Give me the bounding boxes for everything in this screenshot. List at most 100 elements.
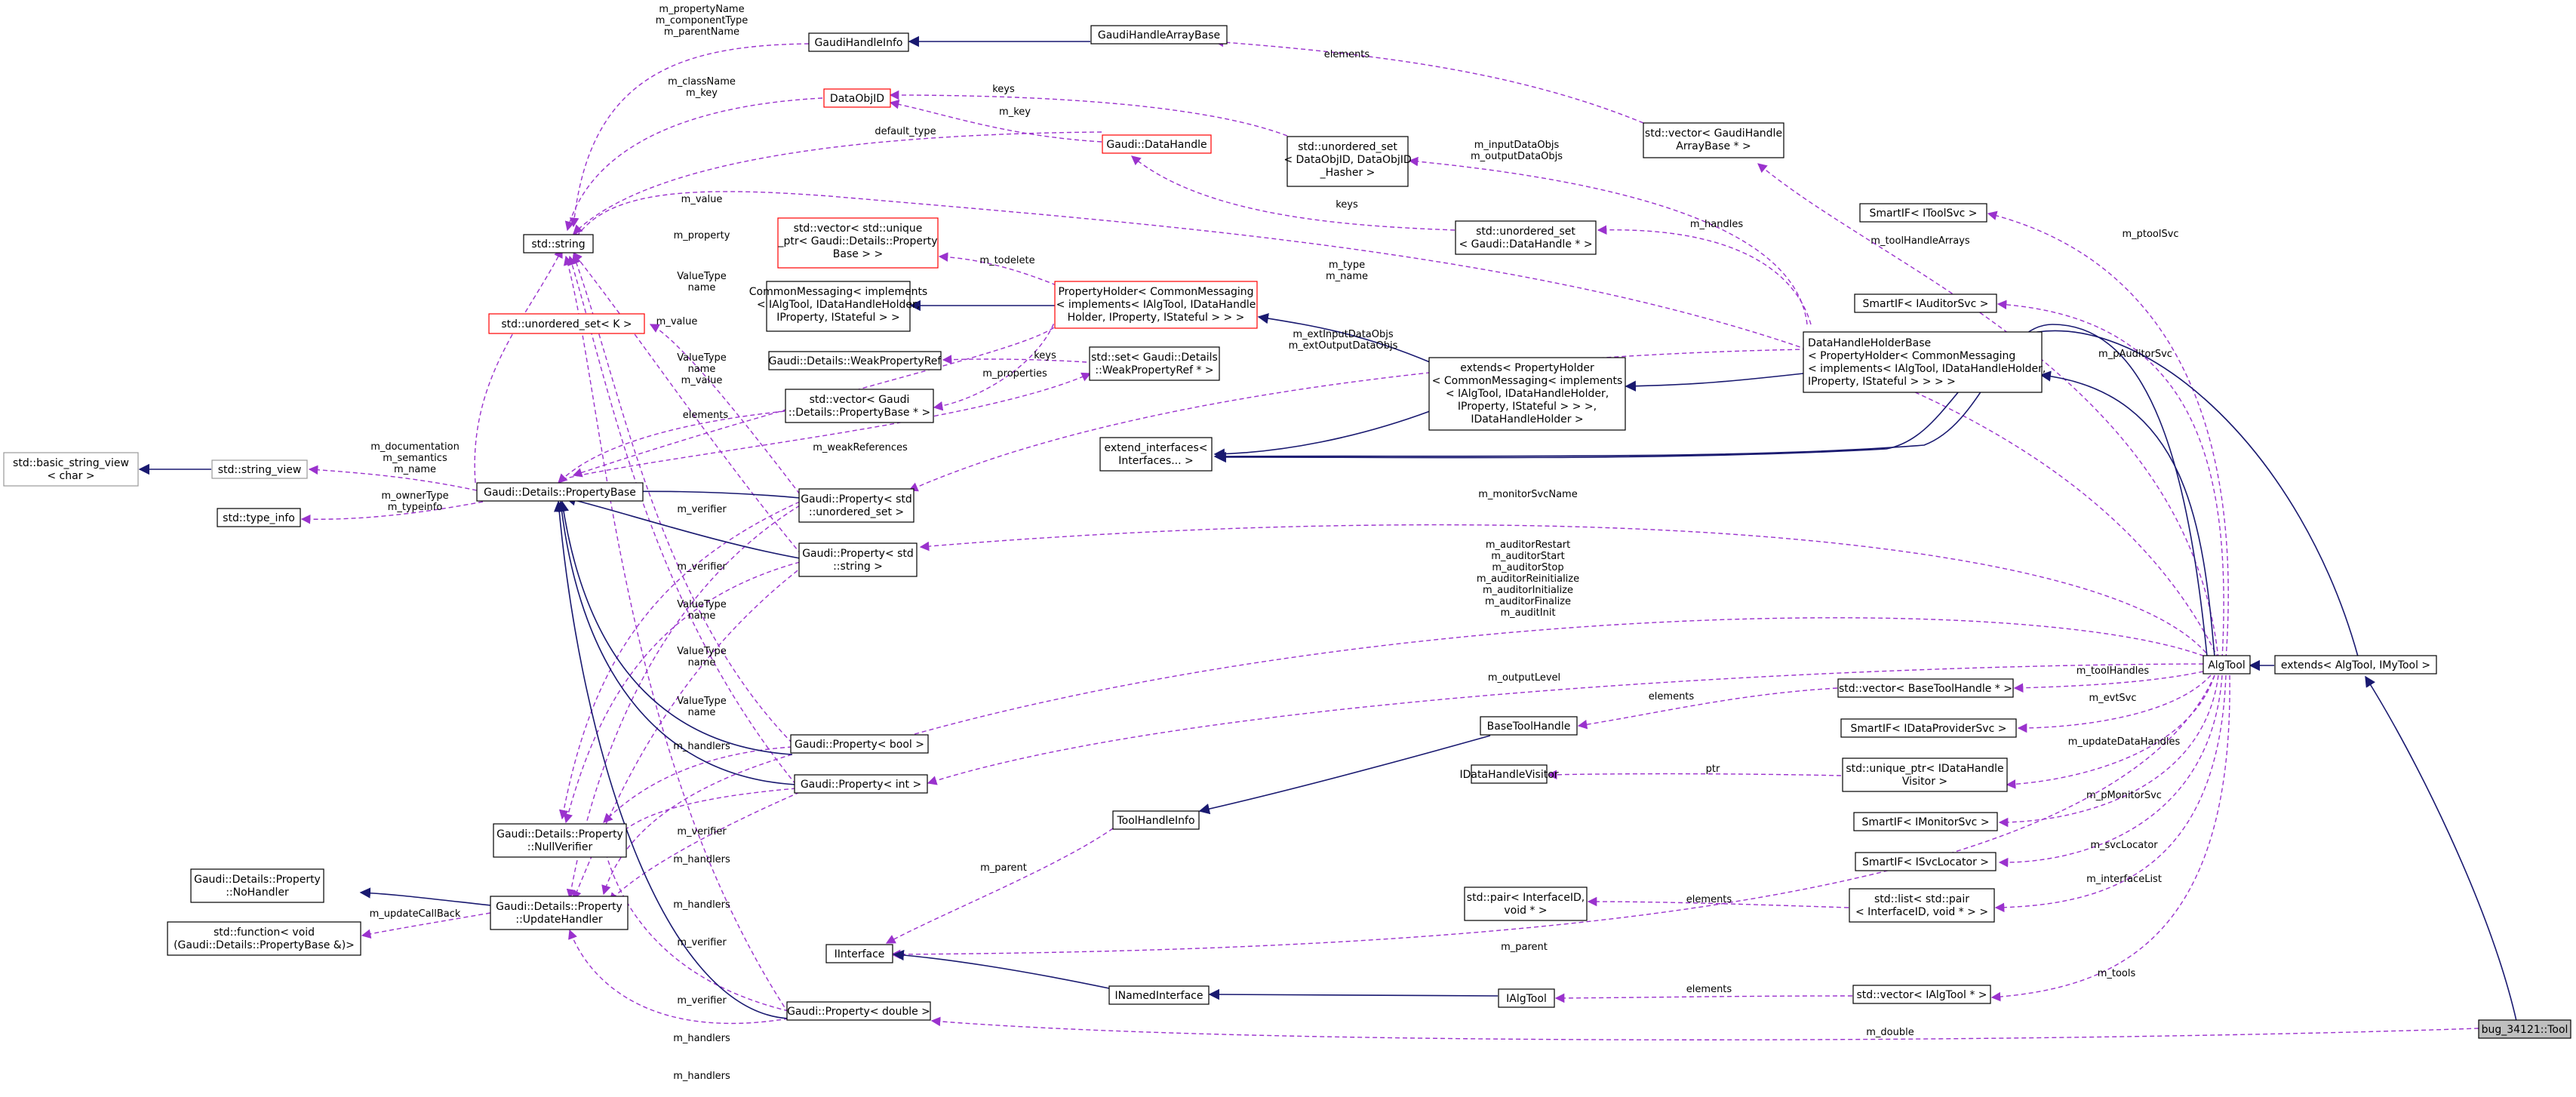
label-m-value-2: m_value — [656, 316, 698, 327]
label-ptr: ptr — [1706, 764, 1720, 775]
label-m-outputlevel: m_outputLevel — [1488, 672, 1560, 684]
label-m-toolhandlearrays: m_toolHandleArrays — [1871, 235, 1970, 247]
node-extend-interfaces[interactable]: extend_interfaces<Interfaces... > — [1099, 437, 1213, 472]
label-m-pauditorsvc: m_pAuditorSvc — [2098, 349, 2172, 360]
label-m-interfacelist: m_interfaceList — [2086, 874, 2162, 885]
label-m-double: m_double — [1866, 1027, 1914, 1038]
label-m-parent-2: m_parent — [1501, 942, 1548, 953]
node-string-view-label: std::string_view — [218, 464, 302, 476]
edge-dhholder-to-unorderedset-datahandle — [1597, 225, 1812, 325]
edge-propertyholder-to-set-weakref — [572, 316, 1065, 478]
node-no-handler-label: Gaudi::Details::Property::NoHandler — [194, 874, 321, 899]
edge-property-unorderedset-to-nullverifier — [558, 501, 801, 820]
edge-property-string-to-updatehandler — [572, 565, 804, 901]
node-string-view[interactable]: std::string_view — [211, 459, 308, 479]
node-tool-handle-info[interactable]: ToolHandleInfo — [1112, 810, 1200, 830]
node-no-handler[interactable]: Gaudi::Details::Property::NoHandler — [190, 868, 324, 903]
node-inamed-interface[interactable]: INamedInterface — [1108, 985, 1210, 1005]
node-pair-interfaceid[interactable]: std::pair< InterfaceID,void * > — [1464, 887, 1588, 921]
edge-vector-ialgtool-to-ialgtool — [1554, 993, 1853, 1003]
edge-vector-gaudihandlearraybase-to-arraybase — [1213, 37, 1644, 124]
node-property-base[interactable]: Gaudi::Details::PropertyBase — [476, 482, 644, 502]
node-data-obj-id[interactable]: DataObjID — [823, 88, 891, 108]
node-idatahandle-visitor[interactable]: IDataHandleVisitor — [1459, 764, 1559, 784]
node-smartif-imonitorsvc-label: SmartIF< IMonitorSvc > — [1861, 816, 1989, 828]
node-common-messaging-label: CommonMessaging< implements< IAlgTool, I… — [749, 286, 927, 324]
label-keys-dataobjid: keys — [992, 84, 1015, 95]
node-gaudi-handle-info[interactable]: GaudiHandleInfo — [808, 32, 909, 52]
edge-datahandle-to-dataobjid — [889, 100, 1102, 143]
node-smartif-itoolsvc[interactable]: SmartIF< IToolSvc > — [1859, 203, 1987, 223]
edge-tool-to-property-int — [927, 663, 2212, 785]
edge-vector-basetoolhandle-to-basetoolhandle — [1577, 687, 1838, 730]
edge-list-to-pair — [1587, 896, 1849, 908]
node-ialg-tool[interactable]: IAlgTool — [1498, 988, 1555, 1008]
node-unordered-set-datahandle[interactable]: std::unordered_set< Gaudi::DataHandle * … — [1455, 220, 1597, 255]
node-gaudi-handle-array-base[interactable]: GaudiHandleArrayBase — [1090, 25, 1228, 45]
node-property-string[interactable]: Gaudi::Property< std::string > — [798, 542, 918, 577]
node-extend-interfaces-label: extend_interfaces<Interfaces... > — [1105, 442, 1208, 467]
inh-algtool-to-dhholder — [2040, 370, 2215, 657]
node-vector-basetoolhandle[interactable]: std::vector< BaseToolHandle * > — [1837, 678, 2014, 698]
node-property-holder[interactable]: PropertyHolder< CommonMessaging< impleme… — [1054, 281, 1258, 329]
label-m-monitorsvcname: m_monitorSvcName — [1478, 489, 1577, 500]
node-iinterface[interactable]: IInterface — [825, 944, 893, 963]
node-base-tool-handle[interactable]: BaseToolHandle — [1480, 716, 1578, 736]
edge-property-unorderedset-to-unorderedset-k — [649, 324, 801, 495]
node-smartif-idataprovidersvc[interactable]: SmartIF< IDataProviderSvc > — [1840, 718, 2017, 738]
node-set-weak-property-ref-label: std::set< Gaudi::Details::WeakPropertyRe… — [1091, 352, 1218, 376]
edge-toolhandleinfo-to-iinterface — [885, 828, 1114, 944]
label-m-verifier-1: m_verifier — [677, 504, 727, 515]
node-extends-algtool-imytool[interactable]: extends< AlgTool, IMyTool > — [2274, 655, 2437, 674]
node-type-info[interactable]: std::type_info — [217, 508, 301, 527]
label-m-verifier-4: m_verifier — [677, 937, 727, 948]
node-gaudi-data-handle-label: Gaudi::DataHandle — [1106, 139, 1207, 151]
node-unordered-set-dataobjid-label: std::unordered_set< DataObjID, DataObjID… — [1283, 141, 1411, 179]
node-unordered-set-k-label: std::unordered_set< K > — [501, 318, 632, 330]
node-smartif-idataprovidersvc-label: SmartIF< IDataProviderSvc > — [1851, 723, 2007, 735]
node-property-bool[interactable]: Gaudi::Property< bool > — [790, 734, 929, 754]
node-common-messaging[interactable]: CommonMessaging< implements< IAlgTool, I… — [749, 281, 927, 332]
edge-tool-to-unique-ptr-visitor — [2006, 674, 2215, 789]
label-default-type: default_type — [875, 126, 936, 137]
node-vector-unique-ptr-propertybase[interactable]: std::vector< std::unique_ptr< Gaudi::Det… — [777, 217, 939, 269]
node-basic-string-view[interactable]: std::basic_string_view< char > — [3, 452, 139, 487]
node-vector-propertybase[interactable]: std::vector< Gaudi::Details::PropertyBas… — [785, 389, 934, 423]
node-weak-property-ref[interactable]: Gaudi::Details::WeakPropertyRef — [768, 351, 942, 370]
node-unordered-set-dataobjid[interactable]: std::unordered_set< DataObjID, DataObjID… — [1283, 136, 1412, 187]
node-alg-tool[interactable]: AlgTool — [2203, 655, 2251, 674]
node-std-string[interactable]: std::string — [523, 234, 594, 254]
node-alg-tool-label: AlgTool — [2208, 659, 2246, 671]
node-update-handler[interactable]: Gaudi::Details::Property::UpdateHandler — [490, 896, 629, 930]
node-type-info-label: std::type_info — [223, 512, 295, 524]
node-inamed-interface-label: INamedInterface — [1115, 990, 1203, 1002]
label-m-updatedatahandles: m_updateDataHandles — [2068, 736, 2181, 748]
node-std-function[interactable]: std::function< void(Gaudi::Details::Prop… — [167, 921, 361, 956]
node-set-weak-property-ref[interactable]: std::set< Gaudi::Details::WeakPropertyRe… — [1089, 346, 1220, 381]
node-extends-property-holder[interactable]: extends< PropertyHolder< CommonMessaging… — [1428, 357, 1626, 431]
edge-property-int-to-nullverifier — [609, 788, 797, 847]
node-vector-ialgtool[interactable]: std::vector< IAlgTool * > — [1852, 985, 1991, 1004]
node-smartif-imonitorsvc[interactable]: SmartIF< IMonitorSvc > — [1853, 812, 1998, 831]
node-null-verifier[interactable]: Gaudi::Details::Property::NullVerifier — [493, 823, 627, 858]
node-property-double[interactable]: Gaudi::Property< double > — [786, 1001, 931, 1021]
label-m-tools: m_tools — [2098, 968, 2136, 979]
label-m-handlers-3: m_handlers — [673, 899, 730, 911]
node-list-pair-interfaceid[interactable]: std::list< std::pair< InterfaceID, void … — [1849, 888, 1995, 923]
edge-vector-propertybase-to-propertybase — [558, 410, 785, 484]
node-gaudi-data-handle[interactable]: Gaudi::DataHandle — [1102, 134, 1212, 154]
node-bug-tool[interactable]: bug_34121::Tool — [2478, 1019, 2571, 1039]
node-smartif-iauditorsvc[interactable]: SmartIF< IAuditorSvc > — [1854, 293, 1997, 313]
node-unordered-set-k[interactable]: std::unordered_set< K > — [488, 313, 645, 334]
node-iinterface-label: IInterface — [835, 948, 885, 960]
node-data-handle-holder-base[interactable]: DataHandleHolderBase< PropertyHolder< Co… — [1803, 331, 2046, 393]
node-property-unordered-set[interactable]: Gaudi::Property< std::unordered_set > — [798, 488, 915, 523]
node-smartif-isvclocator[interactable]: SmartIF< ISvcLocator > — [1855, 852, 1997, 871]
node-property-int[interactable]: Gaudi::Property< int > — [794, 774, 928, 794]
